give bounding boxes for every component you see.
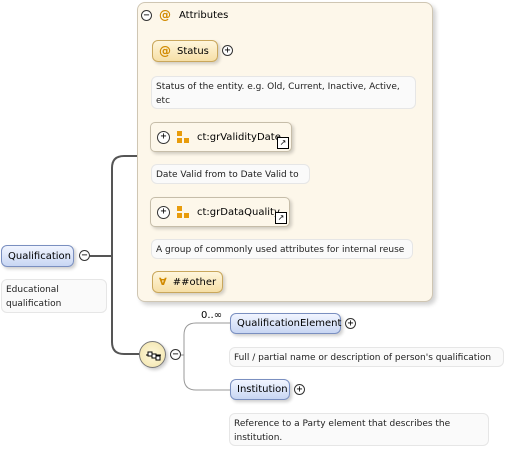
collapse-icon[interactable]: − xyxy=(79,250,90,261)
forall-icon: ∀ xyxy=(159,276,167,288)
data-quality-group[interactable]: + ct:grDataQuality ↗ xyxy=(150,197,290,227)
validity-date-label: ct:grValidityDate xyxy=(197,131,281,143)
qualification-element-label: QualificationElement xyxy=(237,318,342,329)
expand-icon[interactable]: + xyxy=(345,318,356,329)
qualification-element-documentation: Full / partial name or description of pe… xyxy=(229,347,504,367)
sequence-glyph xyxy=(146,351,161,361)
status-attribute[interactable]: @ Status xyxy=(152,40,218,62)
expand-icon[interactable]: + xyxy=(157,205,170,219)
attribute-group-icon xyxy=(177,130,190,144)
cardinality-label: 0..∞ xyxy=(201,310,223,321)
validity-date-documentation: Date Valid from to Date Valid to xyxy=(151,164,310,184)
validity-date-group[interactable]: + ct:grValidityDate ↗ xyxy=(150,122,292,152)
institution-documentation: Reference to a Party element that descri… xyxy=(229,413,489,446)
qualification-documentation: Educational qualification xyxy=(1,279,107,313)
any-attribute[interactable]: ∀ ##other xyxy=(152,271,223,293)
institution-element[interactable]: Institution xyxy=(230,379,290,400)
sequence-icon[interactable] xyxy=(139,341,166,368)
status-label: Status xyxy=(177,45,209,57)
at-icon: @ xyxy=(159,8,171,22)
attributes-collapse-icon[interactable]: − xyxy=(141,10,152,21)
qualification-element-child[interactable]: QualificationElement xyxy=(230,313,341,334)
qualification-element[interactable]: Qualification xyxy=(1,245,74,267)
reference-icon: ↗ xyxy=(275,212,287,224)
institution-label: Institution xyxy=(237,384,288,395)
expand-icon[interactable]: + xyxy=(157,130,170,144)
reference-icon: ↗ xyxy=(277,137,289,149)
status-documentation: Status of the entity. e.g. Old, Current,… xyxy=(151,76,416,109)
expand-icon[interactable]: + xyxy=(222,45,233,56)
any-attribute-label: ##other xyxy=(172,276,217,288)
at-icon: @ xyxy=(159,44,171,58)
expand-icon[interactable]: + xyxy=(294,384,305,395)
attribute-group-icon xyxy=(177,205,190,219)
sequence-collapse-icon[interactable]: − xyxy=(170,349,181,360)
data-quality-label: ct:grDataQuality xyxy=(197,206,280,218)
data-quality-documentation: A group of commonly used attributes for … xyxy=(151,239,413,259)
attributes-header: Attributes xyxy=(179,10,229,21)
qualification-label: Qualification xyxy=(8,250,71,262)
